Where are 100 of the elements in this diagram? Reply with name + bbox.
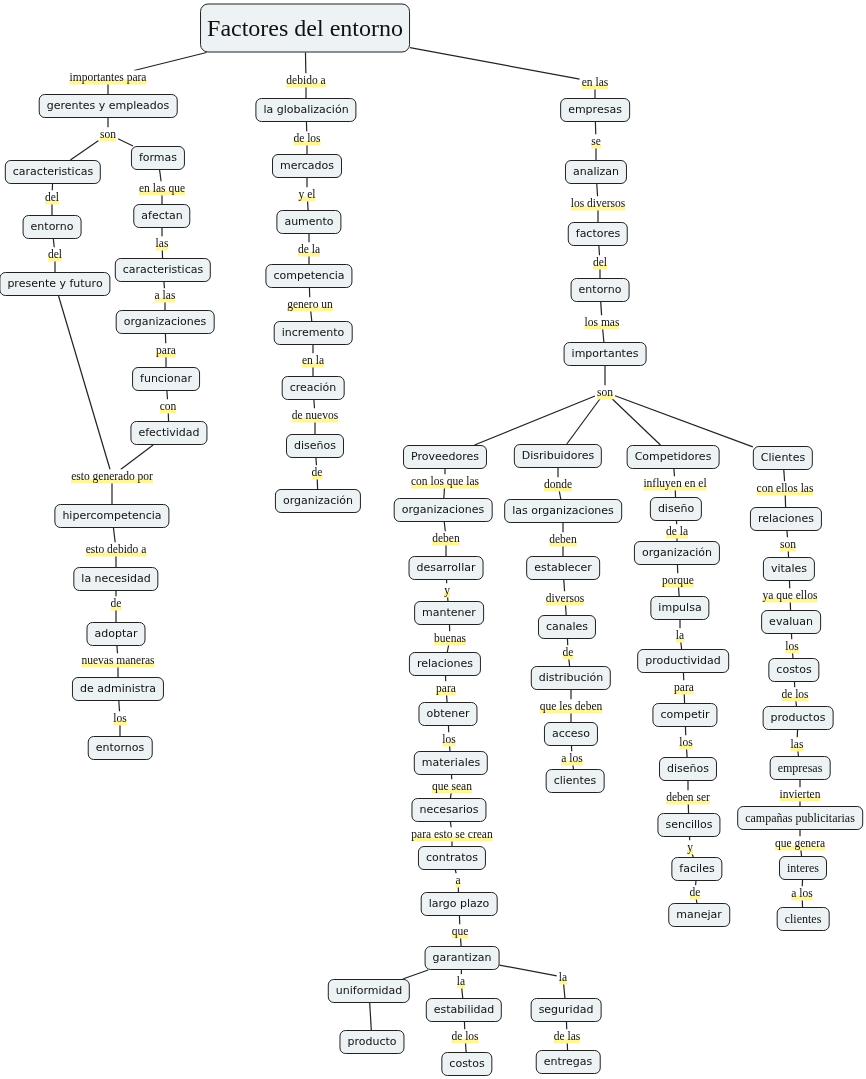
connector-line <box>451 839 453 847</box>
linking-phrase: de <box>108 596 124 610</box>
concept-box: clientes <box>545 769 605 793</box>
connector-line <box>461 986 464 999</box>
concept-box: sencillos <box>657 813 721 837</box>
connector-line <box>570 745 573 753</box>
concept-box: organización <box>274 489 362 513</box>
concept-box: organizaciones <box>115 310 215 334</box>
connector-line <box>118 700 121 713</box>
connector-line <box>596 183 599 198</box>
connector-line <box>51 183 54 192</box>
connector-line <box>600 301 603 317</box>
linking-phrase: del <box>42 190 62 204</box>
connector-line <box>695 897 698 904</box>
concept-box: hipercompetencia <box>54 504 170 528</box>
connector-line <box>107 82 109 95</box>
connector-line <box>409 46 581 80</box>
connector-line <box>459 936 462 947</box>
connector-line <box>602 327 605 343</box>
concept-box: estabilidad <box>425 998 503 1022</box>
concept-box: entornos <box>87 736 153 760</box>
connector-line <box>566 397 601 445</box>
connector-line <box>791 651 794 659</box>
linking-phrase: del <box>590 255 610 269</box>
connector-line <box>166 390 169 401</box>
concept-box: diseños <box>659 757 717 781</box>
connector-line <box>570 689 572 701</box>
linking-phrase: esto generado por <box>69 469 155 483</box>
concept-box: desarrollar <box>408 556 484 580</box>
connector-line <box>115 608 117 623</box>
concept-box: mantener <box>414 601 484 625</box>
concept-box: gerentes y empleados <box>38 94 178 118</box>
linking-phrase: que les deben <box>537 699 605 713</box>
connector-line <box>799 829 801 838</box>
connector-line <box>445 693 448 703</box>
connector-line <box>800 848 803 857</box>
connector-line <box>116 645 119 655</box>
connector-line <box>694 880 697 887</box>
connector-line <box>445 579 448 585</box>
concept-box: diseños <box>286 434 344 458</box>
connector-line <box>449 821 452 829</box>
linking-phrase: de las <box>551 1029 583 1043</box>
linking-phrase: de los <box>779 687 811 701</box>
concept-box: acceso <box>543 722 599 746</box>
concept-box: empresas <box>560 98 630 122</box>
connector-line <box>673 468 676 478</box>
connector-line <box>691 852 694 858</box>
connector-line <box>306 177 308 189</box>
title-box: Factores del entorno <box>200 3 410 53</box>
connector-line <box>306 199 309 211</box>
concept-box: costos <box>441 1052 493 1076</box>
connector-line <box>566 638 569 647</box>
connector-line <box>447 725 450 734</box>
connector-line <box>51 202 53 216</box>
linking-phrase: de nuevos <box>289 408 341 422</box>
linking-phrase: en las que <box>137 181 187 195</box>
concept-box: garantizan <box>424 946 500 970</box>
concept-box: productividad <box>637 649 729 673</box>
concept-box: caracteristicas <box>4 160 102 184</box>
connector-line <box>598 245 601 257</box>
connector-line <box>443 521 446 533</box>
connector-line <box>562 522 564 534</box>
connector-line <box>119 723 121 737</box>
concept-box: impulsa <box>650 596 710 620</box>
connector-line <box>120 444 154 471</box>
connector-line <box>107 117 109 129</box>
linking-phrase: y el <box>296 187 318 201</box>
concept-box: productos <box>762 706 834 730</box>
connector-line <box>454 869 457 875</box>
connector-line <box>793 681 796 689</box>
concept-box: relaciones <box>749 507 823 531</box>
concept-box: aumento <box>276 210 342 234</box>
connector-line <box>117 665 119 678</box>
concept-box: entorno <box>22 215 82 239</box>
linking-phrase: buenas <box>432 631 468 645</box>
connector-line <box>165 355 167 368</box>
connector-line <box>790 633 793 641</box>
connector-line <box>164 300 166 311</box>
linking-phrase: con ellos las <box>754 481 816 495</box>
connector-line <box>161 193 163 205</box>
connector-line <box>315 457 318 467</box>
linking-phrase: de <box>687 885 703 899</box>
connector-line <box>685 747 688 758</box>
connector-line <box>306 143 308 155</box>
connector-line <box>676 536 678 542</box>
linking-phrase: los mas <box>582 315 622 329</box>
concept-box: funcionar <box>132 367 200 391</box>
connector-line <box>444 468 446 476</box>
concept-box: afectan <box>133 204 191 228</box>
connector-line <box>445 543 447 557</box>
connector-line <box>473 395 596 446</box>
concept-box: las organizaciones <box>504 499 622 523</box>
connector-line <box>111 481 113 505</box>
connector-line <box>562 544 564 557</box>
concept-box: faciles <box>671 857 723 881</box>
linking-phrase: en la <box>300 353 326 367</box>
concept-box: necesarios <box>411 798 487 822</box>
linking-phrase: deben <box>547 532 579 546</box>
linking-phrase: del <box>45 247 65 261</box>
connector-line <box>450 774 453 781</box>
